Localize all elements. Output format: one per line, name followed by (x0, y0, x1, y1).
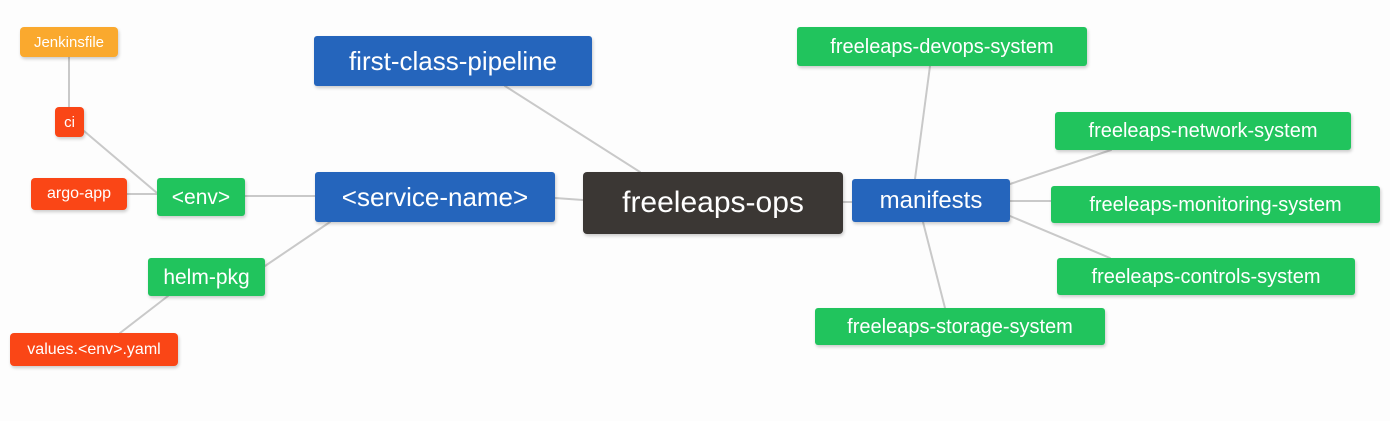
node-label-env: <env> (171, 185, 231, 209)
node-label-first-class-pipeline: first-class-pipeline (348, 46, 558, 76)
node-label-freeleaps-devops-system: freeleaps-devops-system (830, 35, 1054, 58)
edge-manifests-to-freeleaps-storage-system (922, 221, 946, 309)
node-argo-app[interactable]: argo-app (31, 178, 127, 210)
node-freeleaps-controls-system[interactable]: freeleaps-controls-system (1057, 258, 1355, 295)
node-first-class-pipeline[interactable]: first-class-pipeline (314, 36, 592, 86)
node-helm-pkg[interactable]: helm-pkg (148, 258, 265, 296)
node-freeleaps-monitoring-system[interactable]: freeleaps-monitoring-system (1051, 186, 1380, 223)
node-manifests[interactable]: manifests (852, 179, 1010, 222)
node-label-manifests: manifests (879, 186, 983, 214)
node-label-jenkinsfile: Jenkinsfile (33, 33, 105, 51)
node-ci[interactable]: ci (55, 107, 84, 137)
node-label-freeleaps-monitoring-system: freeleaps-monitoring-system (1089, 193, 1342, 216)
node-jenkinsfile[interactable]: Jenkinsfile (20, 27, 118, 57)
edge-helm-pkg-to-values-env-yaml (119, 295, 169, 334)
edge-service-name-to-helm-pkg (264, 221, 331, 267)
node-label-service-name: <service-name> (341, 182, 529, 212)
node-env[interactable]: <env> (157, 178, 245, 216)
node-freeleaps-ops[interactable]: freeleaps-ops (583, 172, 843, 234)
edge-first-class-pipeline-to-freeleaps-ops (504, 85, 641, 173)
node-label-argo-app: argo-app (46, 185, 112, 202)
node-label-freeleaps-network-system: freeleaps-network-system (1088, 120, 1318, 142)
edge-service-name-to-freeleaps-ops (554, 197, 584, 201)
node-label-freeleaps-ops: freeleaps-ops (622, 186, 804, 219)
node-label-freeleaps-controls-system: freeleaps-controls-system (1091, 265, 1321, 288)
node-freeleaps-devops-system[interactable]: freeleaps-devops-system (797, 27, 1087, 66)
node-label-values-env-yaml: values.<env>.yaml (27, 340, 161, 358)
node-service-name[interactable]: <service-name> (315, 172, 555, 222)
edge-manifests-to-freeleaps-devops-system (914, 65, 931, 180)
node-label-ci: ci (64, 113, 75, 131)
edge-manifests-to-freeleaps-network-system (1009, 149, 1112, 185)
node-label-helm-pkg: helm-pkg (163, 265, 250, 289)
node-values-env-yaml[interactable]: values.<env>.yaml (10, 333, 178, 366)
node-freeleaps-storage-system[interactable]: freeleaps-storage-system (815, 308, 1105, 345)
node-freeleaps-network-system[interactable]: freeleaps-network-system (1055, 112, 1351, 150)
node-label-freeleaps-storage-system: freeleaps-storage-system (847, 315, 1073, 338)
